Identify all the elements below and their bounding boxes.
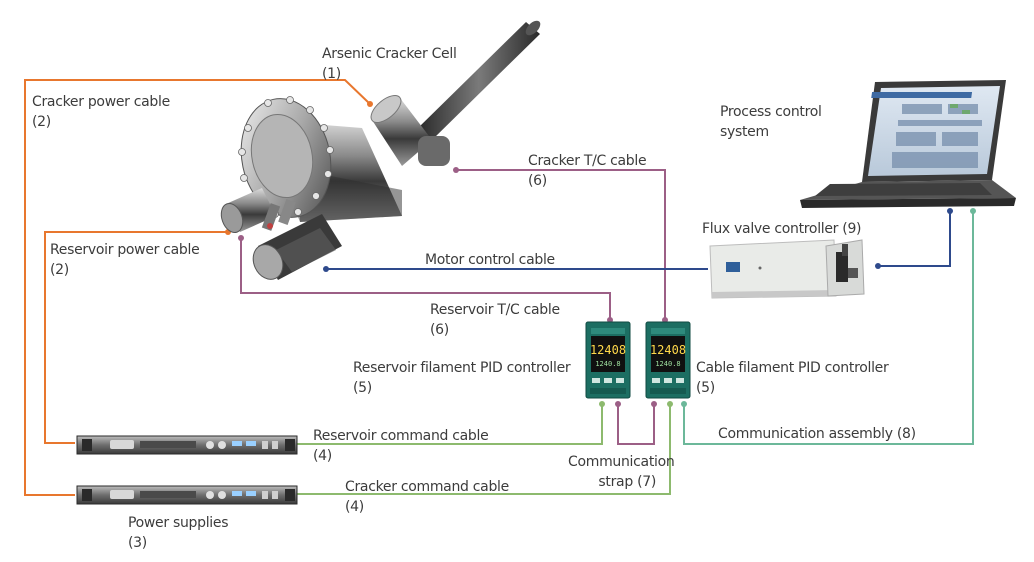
label-power-supplies-num: (3) [128,535,147,551]
cracker-tc-cable-end [453,167,459,173]
label-communication-strap-line1: Communication [568,454,675,470]
reservoir-pid-controller-image: 12408 1240.8 [585,321,631,399]
label-flux-valve-controller: Flux valve controller (9) [702,219,862,239]
label-cable-pid-controller: Cable filament PID controller (5) [696,358,889,398]
label-cracker-tc-cable-name: Cracker T/C cable [528,153,647,169]
label-cracker-command-cable: Cracker command cable (4) [345,477,509,517]
cracker-power-cable [24,79,371,496]
label-communication-strap: Communication strap (7) [568,452,675,492]
label-process-control-line2: system [720,124,769,140]
label-arsenic-cracker-cell-num: (1) [322,66,341,82]
power-supply-cracker-image [76,485,298,505]
cable-pid-display: 12408 [650,343,686,357]
label-reservoir-pid-controller-num: (5) [353,380,372,396]
strap-end-a [615,401,621,407]
label-arsenic-cracker-cell: Arsenic Cracker Cell (1) [322,44,457,84]
label-reservoir-command-cable-num: (4) [313,448,332,464]
res-cmd-end [599,401,605,407]
label-cracker-power-cable-num: (2) [32,114,51,130]
cracker-command-cable [297,404,671,495]
label-reservoir-pid-controller: Reservoir filament PID controller (5) [353,358,571,398]
communication-assembly-cable [683,211,974,445]
reservoir-tc-cable [240,238,611,320]
label-process-control-line1: Process control [720,104,822,120]
label-reservoir-power-cable: Reservoir power cable (2) [50,240,200,280]
cracker-power-cable-end [367,101,373,107]
label-communication-assembly: Communication assembly (8) [718,424,916,444]
label-cracker-command-cable-name: Cracker command cable [345,479,509,495]
label-cracker-power-cable: Cracker power cable (2) [32,92,170,132]
flux-valve-pc-cable [878,211,951,267]
comm-end-b [970,208,976,214]
reservoir-pid-display: 12408 [590,343,626,357]
label-reservoir-tc-cable-name: Reservoir T/C cable [430,302,560,318]
reservoir-pid-subdisplay: 1240.8 [595,360,620,368]
label-communication-assembly-name: Communication assembly (8) [718,426,916,442]
label-process-control-system: Process control system [720,102,822,142]
comm-end-a [681,401,687,407]
crk-cmd-end [667,401,673,407]
flux-cable-end-a [875,263,881,269]
label-motor-control-cable-name: Motor control cable [425,252,555,268]
label-cracker-tc-cable-num: (6) [528,173,547,189]
process-control-laptop-image [800,80,1016,208]
reservoir-power-cable [44,231,228,444]
label-cracker-command-cable-num: (4) [345,499,364,515]
label-cable-pid-controller-num: (5) [696,380,715,396]
communication-strap-cable [617,404,655,445]
label-reservoir-power-cable-num: (2) [50,262,69,278]
label-power-supplies-name: Power supplies [128,515,229,531]
flux-cable-end-b [947,208,953,214]
label-reservoir-pid-controller-name: Reservoir filament PID controller [353,360,571,376]
flux-valve-controller-image [709,239,865,299]
cable-pid-controller-image: 12408 1240.8 [645,321,691,399]
label-cracker-power-cable-name: Cracker power cable [32,94,170,110]
reservoir-command-cable [297,404,603,445]
strap-end-b [651,401,657,407]
arsenic-cracker-cell-image [220,20,541,280]
label-cracker-tc-cable: Cracker T/C cable (6) [528,151,647,191]
label-reservoir-tc-cable-num: (6) [430,322,449,338]
label-arsenic-cracker-cell-name: Arsenic Cracker Cell [322,46,457,62]
cracker-tc-cable [456,169,666,320]
label-reservoir-command-cable-name: Reservoir command cable [313,428,489,444]
label-reservoir-tc-cable: Reservoir T/C cable (6) [430,300,560,340]
motor-control-cable-end [323,266,329,272]
label-motor-control-cable: Motor control cable [425,250,555,270]
label-power-supplies: Power supplies (3) [128,513,229,553]
label-flux-valve-controller-name: Flux valve controller (9) [702,221,862,237]
label-communication-strap-line2: strap (7) [598,474,657,490]
power-supply-reservoir-image [76,435,298,455]
label-cable-pid-controller-name: Cable filament PID controller [696,360,889,376]
cable-pid-subdisplay: 1240.8 [655,360,680,368]
reservoir-tc-cable-end [238,235,244,241]
cables [24,79,976,496]
label-reservoir-power-cable-name: Reservoir power cable [50,242,200,258]
label-reservoir-command-cable: Reservoir command cable (4) [313,426,489,466]
